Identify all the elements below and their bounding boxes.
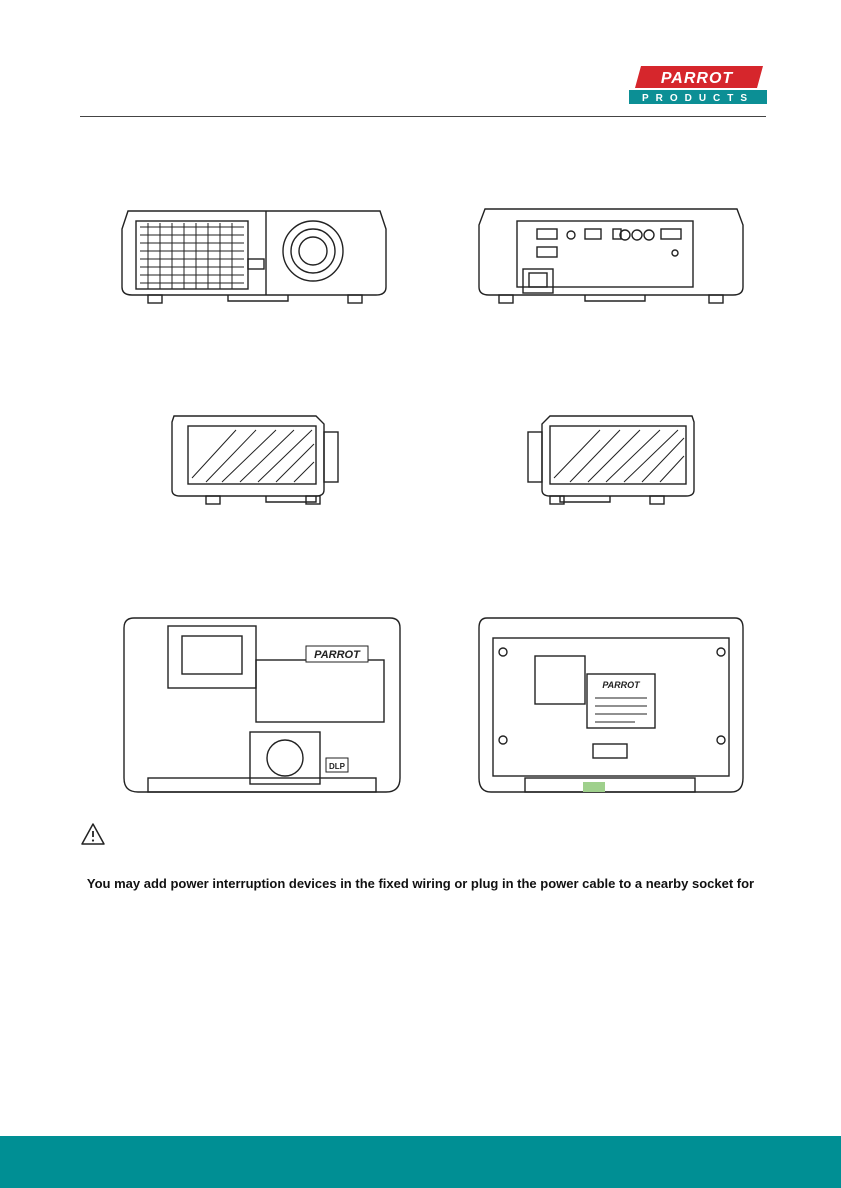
parrot-products-logo: PARROT PRODUCTS (627, 64, 767, 106)
svg-text:PARROT: PARROT (314, 649, 361, 661)
projector-front-view (118, 205, 390, 305)
projector-right-side-view (166, 408, 346, 508)
projector-bottom-view: PARROT (475, 612, 747, 796)
projector-rear-view (475, 205, 747, 305)
footer-band (0, 1136, 841, 1188)
power-interruption-note: You may add power interruption devices i… (0, 876, 841, 891)
projector-top-view: PARROT DLP (120, 612, 404, 796)
svg-text:PRODUCTS: PRODUCTS (642, 93, 754, 104)
header-rule (80, 116, 766, 117)
svg-text:DLP: DLP (329, 762, 346, 771)
projector-left-side-view (520, 408, 700, 508)
warning-triangle-icon (80, 822, 106, 846)
svg-text:PARROT: PARROT (661, 70, 734, 87)
svg-text:PARROT: PARROT (602, 680, 641, 690)
